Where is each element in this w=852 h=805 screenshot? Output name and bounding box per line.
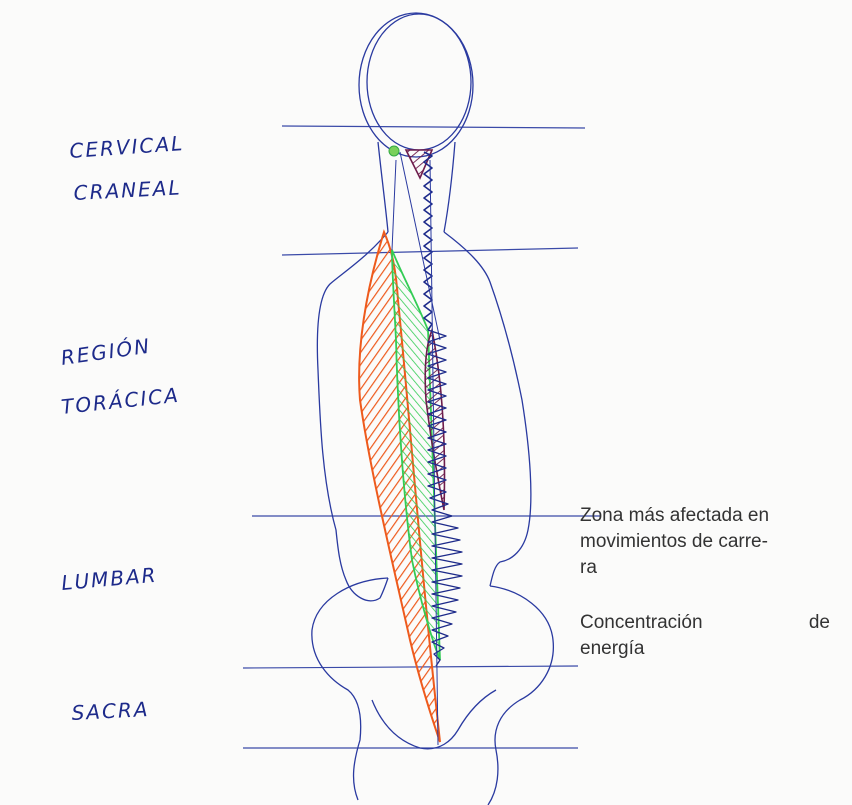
occiput-dot xyxy=(389,146,399,156)
label-cervical-line2: CRANEAL xyxy=(73,175,182,205)
divider-line-lumbar-bottom xyxy=(243,666,578,668)
annotation-energy-word1: Concentración xyxy=(580,610,703,636)
label-cervical-line1: CERVICAL xyxy=(69,131,185,163)
label-sacral: SACRA xyxy=(71,697,150,725)
label-thoracic-line2: TORÁCICA xyxy=(60,383,181,419)
label-thoracic-line1: REGIÓN xyxy=(59,334,152,370)
annotation-most-affected-line1: Zona más afectada en xyxy=(580,503,830,529)
annotation-most-affected-zone: Zona más afectada en movimientos de carr… xyxy=(580,503,830,581)
annotation-energy-concentration: Concentración de energía xyxy=(580,610,830,662)
annotation-most-affected-line2: movimientos de carre- xyxy=(580,529,830,555)
label-lumbar: LUMBAR xyxy=(60,563,158,595)
divider-line-cervical-top xyxy=(282,126,585,128)
annotation-most-affected-line3: ra xyxy=(580,555,830,581)
annotation-energy-line1: Concentración de xyxy=(580,610,830,636)
annotation-energy-word2: de xyxy=(809,610,830,636)
annotation-energy-line2: energía xyxy=(580,636,830,662)
